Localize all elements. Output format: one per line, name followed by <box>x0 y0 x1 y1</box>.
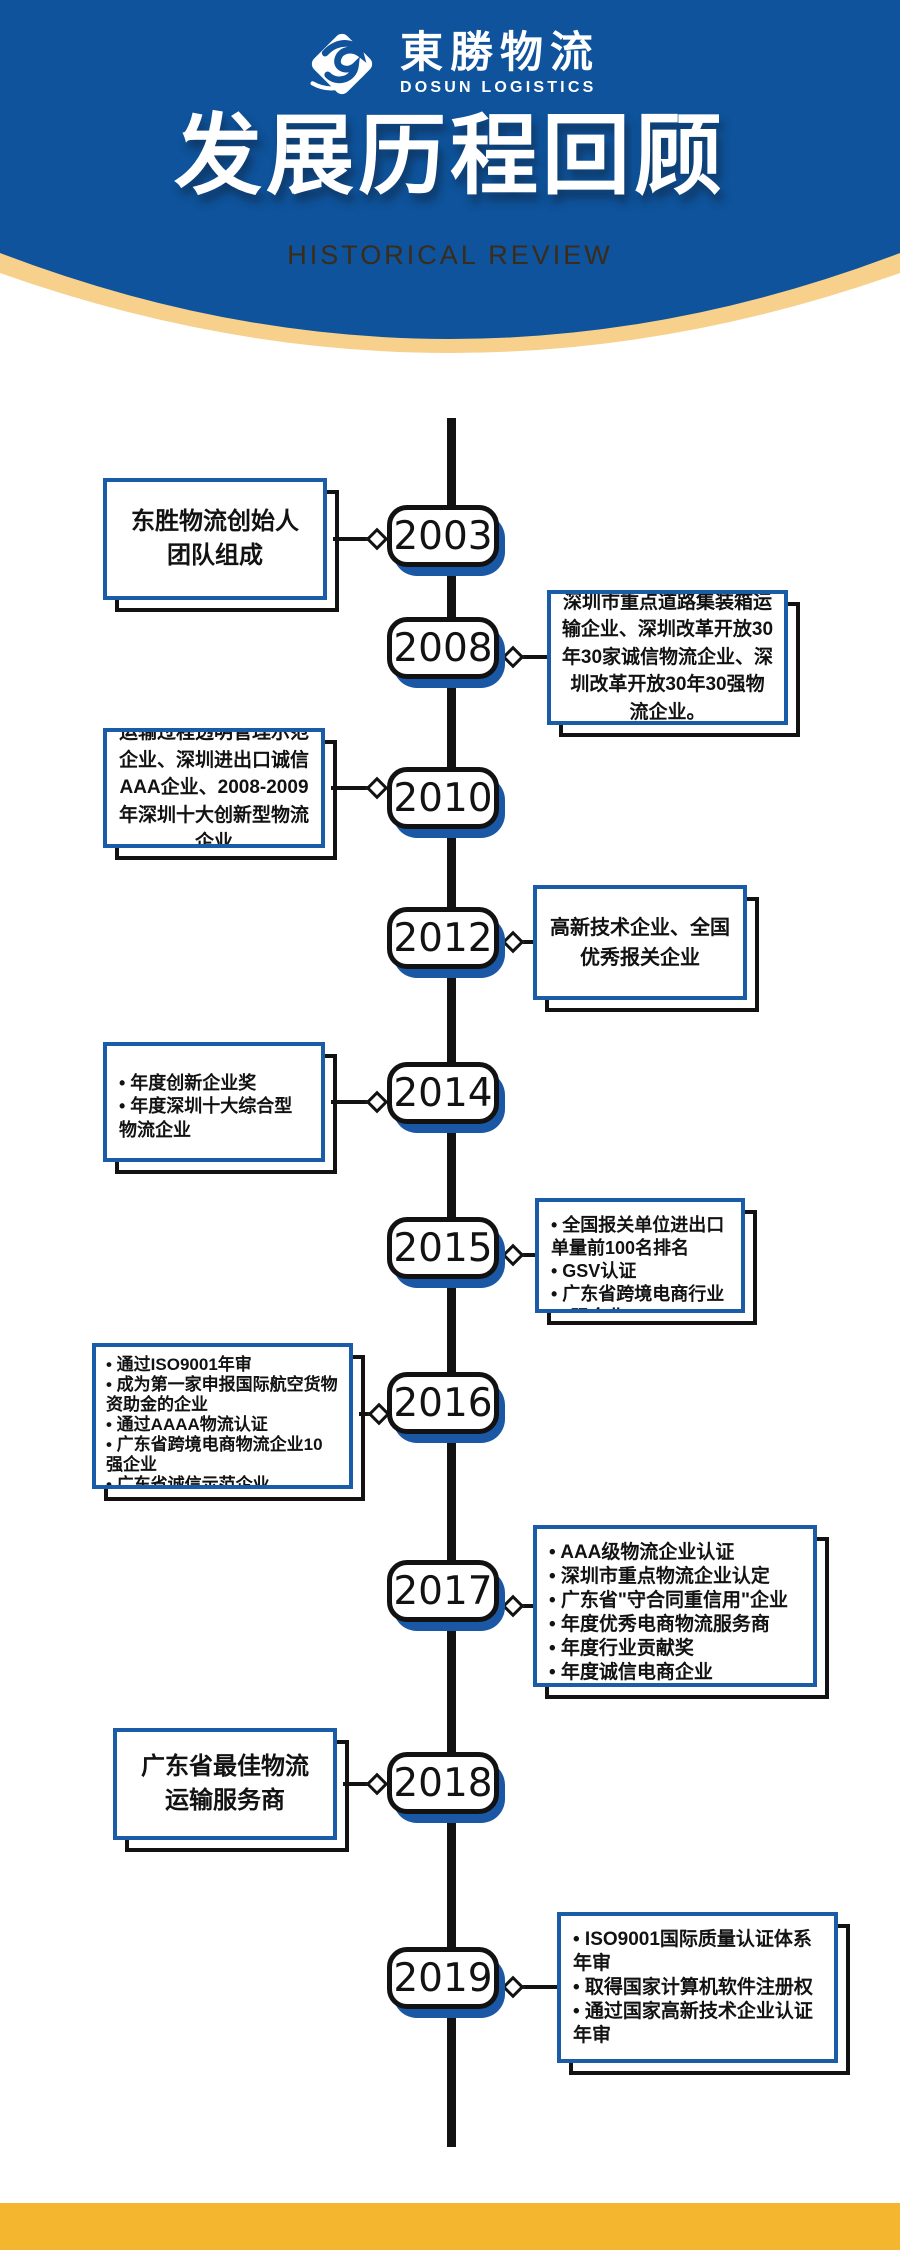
year-label: 2015 <box>387 1217 499 1279</box>
diamond-marker-icon <box>501 1975 525 1999</box>
milestone-bullet-list: • ISO9001国际质量认证体系年审• 取得国家计算机软件注册权• 通过国家高… <box>557 1912 838 2063</box>
milestone-bullet-list: • 全国报关单位进出口单量前100名排名• GSV认证• 广东省跨境电商行业30… <box>535 1198 745 1313</box>
diamond-marker-icon <box>501 645 525 669</box>
achievement-item: • 年度诚信电商企业 <box>549 1661 713 1683</box>
achievement-item: • 全国报关单位进出口单量前100名排名 <box>551 1215 725 1259</box>
milestone-text: 深圳市重点道路集装箱运输企业、深圳改革开放30年30家诚信物流企业、深圳改革开放… <box>547 590 788 725</box>
logo-diamond-icon <box>310 33 373 95</box>
achievement-item: • GSV认证 <box>551 1261 637 1282</box>
milestone-text: 东胜物流创始人 团队组成 <box>103 478 327 600</box>
year-badge-2008: 2008 <box>387 617 505 688</box>
milestone-bullet-list: • 通过ISO9001年审• 成为第一家申报国际航空货物资助金的企业• 通过AA… <box>92 1343 353 1489</box>
achievement-item: • 深圳市重点物流企业认定 <box>549 1565 770 1587</box>
footer-band <box>0 2203 900 2250</box>
achievement-item: • 通过ISO9001年审 <box>106 1355 252 1374</box>
year-label: 2003 <box>387 505 499 567</box>
achievement-item: • 通过国家高新技术企业认证年审 <box>573 2000 813 2046</box>
connector-2019 <box>501 1975 557 1999</box>
milestone-textbox-2019: • ISO9001国际质量认证体系年审• 取得国家计算机软件注册权• 通过国家高… <box>557 1912 850 2075</box>
achievement-item: • 年度深圳十大综合型物流企业 <box>119 1096 293 1140</box>
connector-2010 <box>331 776 389 800</box>
connector-2014 <box>331 1090 389 1114</box>
connector-2003 <box>333 527 389 551</box>
connector-2008 <box>501 645 547 669</box>
milestone-textbox-2017: • AAA级物流企业认证• 深圳市重点物流企业认定• 广东省"守合同重信用"企业… <box>533 1525 829 1699</box>
connector-line <box>521 655 547 659</box>
milestone-textbox-2010: 运输过程透明管理示范企业、深圳进出口诚信AAA企业、2008-2009年深圳十大… <box>103 728 337 860</box>
page-title: 发展历程回顾 <box>173 106 726 205</box>
connector-line <box>521 1253 535 1257</box>
diamond-marker-icon <box>501 1243 525 1267</box>
connector-line <box>521 1604 533 1608</box>
achievement-item: • 广东省跨境电商物流企业10强企业 <box>106 1435 323 1475</box>
milestone-text: 广东省最佳物流 运输服务商 <box>113 1728 337 1840</box>
achievement-item: • 成为第一家申报国际航空货物资助金的企业 <box>106 1375 338 1415</box>
connector-2016 <box>359 1402 391 1426</box>
year-badge-2003: 2003 <box>387 505 505 576</box>
milestone-textbox-2015: • 全国报关单位进出口单量前100名排名• GSV认证• 广东省跨境电商行业30… <box>535 1198 757 1325</box>
achievement-item: • 年度创新企业奖 <box>119 1073 257 1093</box>
connector-line <box>331 786 369 790</box>
achievement-item: • 年度行业贡献奖 <box>549 1637 694 1659</box>
diamond-marker-icon <box>365 776 389 800</box>
achievement-item: • 通过AAAA物流认证 <box>106 1415 268 1435</box>
connector-2017 <box>501 1594 533 1618</box>
connector-line <box>359 1412 371 1416</box>
page-subtitle: HISTORICAL REVIEW <box>287 240 613 270</box>
year-badge-2018: 2018 <box>387 1752 505 1823</box>
year-badge-2016: 2016 <box>387 1372 505 1443</box>
year-badge-2017: 2017 <box>387 1560 505 1631</box>
achievement-item: • 广东省诚信示范企业 <box>106 1475 270 1489</box>
diamond-marker-icon <box>365 527 389 551</box>
achievement-item: • 年度优秀电商物流服务商 <box>549 1613 770 1635</box>
diamond-marker-icon <box>501 1594 525 1618</box>
year-badge-2019: 2019 <box>387 1947 505 2018</box>
milestone-bullet-list: • 年度创新企业奖 • 年度深圳十大综合型物流企业 <box>103 1042 325 1162</box>
milestone-textbox-2012: 高新技术企业、全国优秀报关企业 <box>533 885 759 1012</box>
achievement-item: • 广东省跨境电商行业30强企业 <box>551 1284 725 1309</box>
year-label: 2016 <box>387 1372 499 1434</box>
milestone-textbox-2008: 深圳市重点道路集装箱运输企业、深圳改革开放30年30家诚信物流企业、深圳改革开放… <box>547 590 800 737</box>
connector-2012 <box>501 930 533 954</box>
year-label: 2019 <box>387 1947 499 2009</box>
milestone-bullet-list: • AAA级物流企业认证• 深圳市重点物流企业认定• 广东省"守合同重信用"企业… <box>533 1525 817 1687</box>
year-badge-2015: 2015 <box>387 1217 505 1288</box>
diamond-marker-icon <box>501 930 525 954</box>
connector-2018 <box>343 1772 389 1796</box>
connector-line <box>333 537 369 541</box>
year-label: 2008 <box>387 617 499 679</box>
year-label: 2010 <box>387 767 499 829</box>
achievement-item: • ISO9001国际质量认证体系年审 <box>573 1929 812 1974</box>
milestone-text: 高新技术企业、全国优秀报关企业 <box>533 885 747 1000</box>
year-badge-2014: 2014 <box>387 1062 505 1133</box>
milestone-text: 运输过程透明管理示范企业、深圳进出口诚信AAA企业、2008-2009年深圳十大… <box>103 728 325 848</box>
diamond-marker-icon <box>365 1772 389 1796</box>
connector-line <box>343 1782 369 1786</box>
logo-name-cn: 東勝物流 <box>400 28 600 77</box>
connector-line <box>521 940 533 944</box>
connector-2015 <box>501 1243 535 1267</box>
year-label: 2012 <box>387 907 499 969</box>
achievement-item: • 广东省"守合同重信用"企业 <box>549 1589 788 1611</box>
year-label: 2018 <box>387 1752 499 1814</box>
header-curve <box>0 0 900 353</box>
achievement-item: • AAA级物流企业认证 <box>549 1542 735 1563</box>
year-badge-2012: 2012 <box>387 907 505 978</box>
milestone-textbox-2016: • 通过ISO9001年审• 成为第一家申报国际航空货物资助金的企业• 通过AA… <box>92 1343 365 1501</box>
logo-name-en: DOSUN LOGISTICS <box>400 79 597 97</box>
logo: 東勝物流 DOSUN LOGISTICS <box>0 22 900 106</box>
milestone-textbox-2018: 广东省最佳物流 运输服务商 <box>113 1728 349 1852</box>
year-badge-2010: 2010 <box>387 767 505 838</box>
year-label: 2017 <box>387 1560 499 1622</box>
year-label: 2014 <box>387 1062 499 1124</box>
milestone-textbox-2014: • 年度创新企业奖 • 年度深圳十大综合型物流企业 <box>103 1042 337 1174</box>
achievement-item: • 取得国家计算机软件注册权 <box>573 1976 813 1998</box>
milestone-textbox-2003: 东胜物流创始人 团队组成 <box>103 478 339 612</box>
logo-text: 東勝物流 DOSUN LOGISTICS <box>400 28 600 97</box>
header: 東勝物流 DOSUN LOGISTICS 发展历程回顾 HISTORICAL R… <box>0 0 900 365</box>
connector-line <box>521 1985 557 1989</box>
diamond-marker-icon <box>365 1090 389 1114</box>
connector-line <box>331 1100 369 1104</box>
